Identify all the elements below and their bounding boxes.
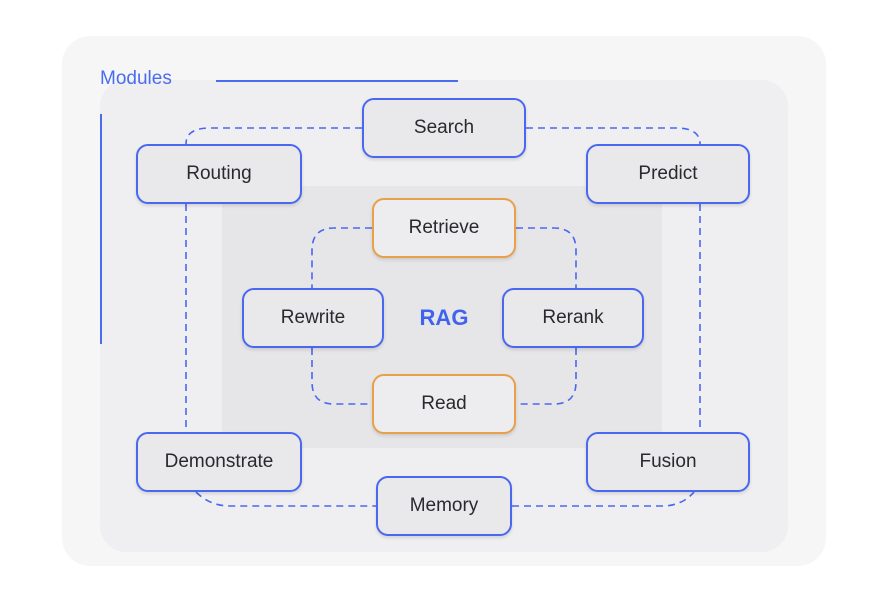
- module-rewrite[interactable]: Rewrite: [242, 288, 384, 348]
- left-accent-line: [100, 114, 102, 344]
- module-memory[interactable]: Memory: [376, 476, 512, 536]
- module-routing[interactable]: Routing: [136, 144, 302, 204]
- module-read[interactable]: Read: [372, 374, 516, 434]
- module-fusion[interactable]: Fusion: [586, 432, 750, 492]
- outer-connector-bottom-right: [512, 491, 695, 507]
- module-retrieve[interactable]: Retrieve: [372, 198, 516, 258]
- module-predict[interactable]: Predict: [586, 144, 750, 204]
- inner-connector-top-left: [311, 227, 372, 288]
- outer-connector-bottom-left: [195, 491, 376, 507]
- inner-connector-bottom-right: [516, 348, 577, 405]
- outer-connector-top-right: [526, 127, 701, 145]
- modules-title: Modules: [100, 68, 172, 89]
- module-search[interactable]: Search: [362, 98, 526, 158]
- module-rerank[interactable]: Rerank: [502, 288, 644, 348]
- rag-center-label: RAG: [419, 305, 469, 330]
- inner-connector-bottom-left: [311, 348, 372, 405]
- inner-connector-top-right: [516, 227, 577, 288]
- module-demonstrate[interactable]: Demonstrate: [136, 432, 302, 492]
- outer-connector-top-left: [185, 127, 362, 145]
- title-underline: [216, 80, 458, 82]
